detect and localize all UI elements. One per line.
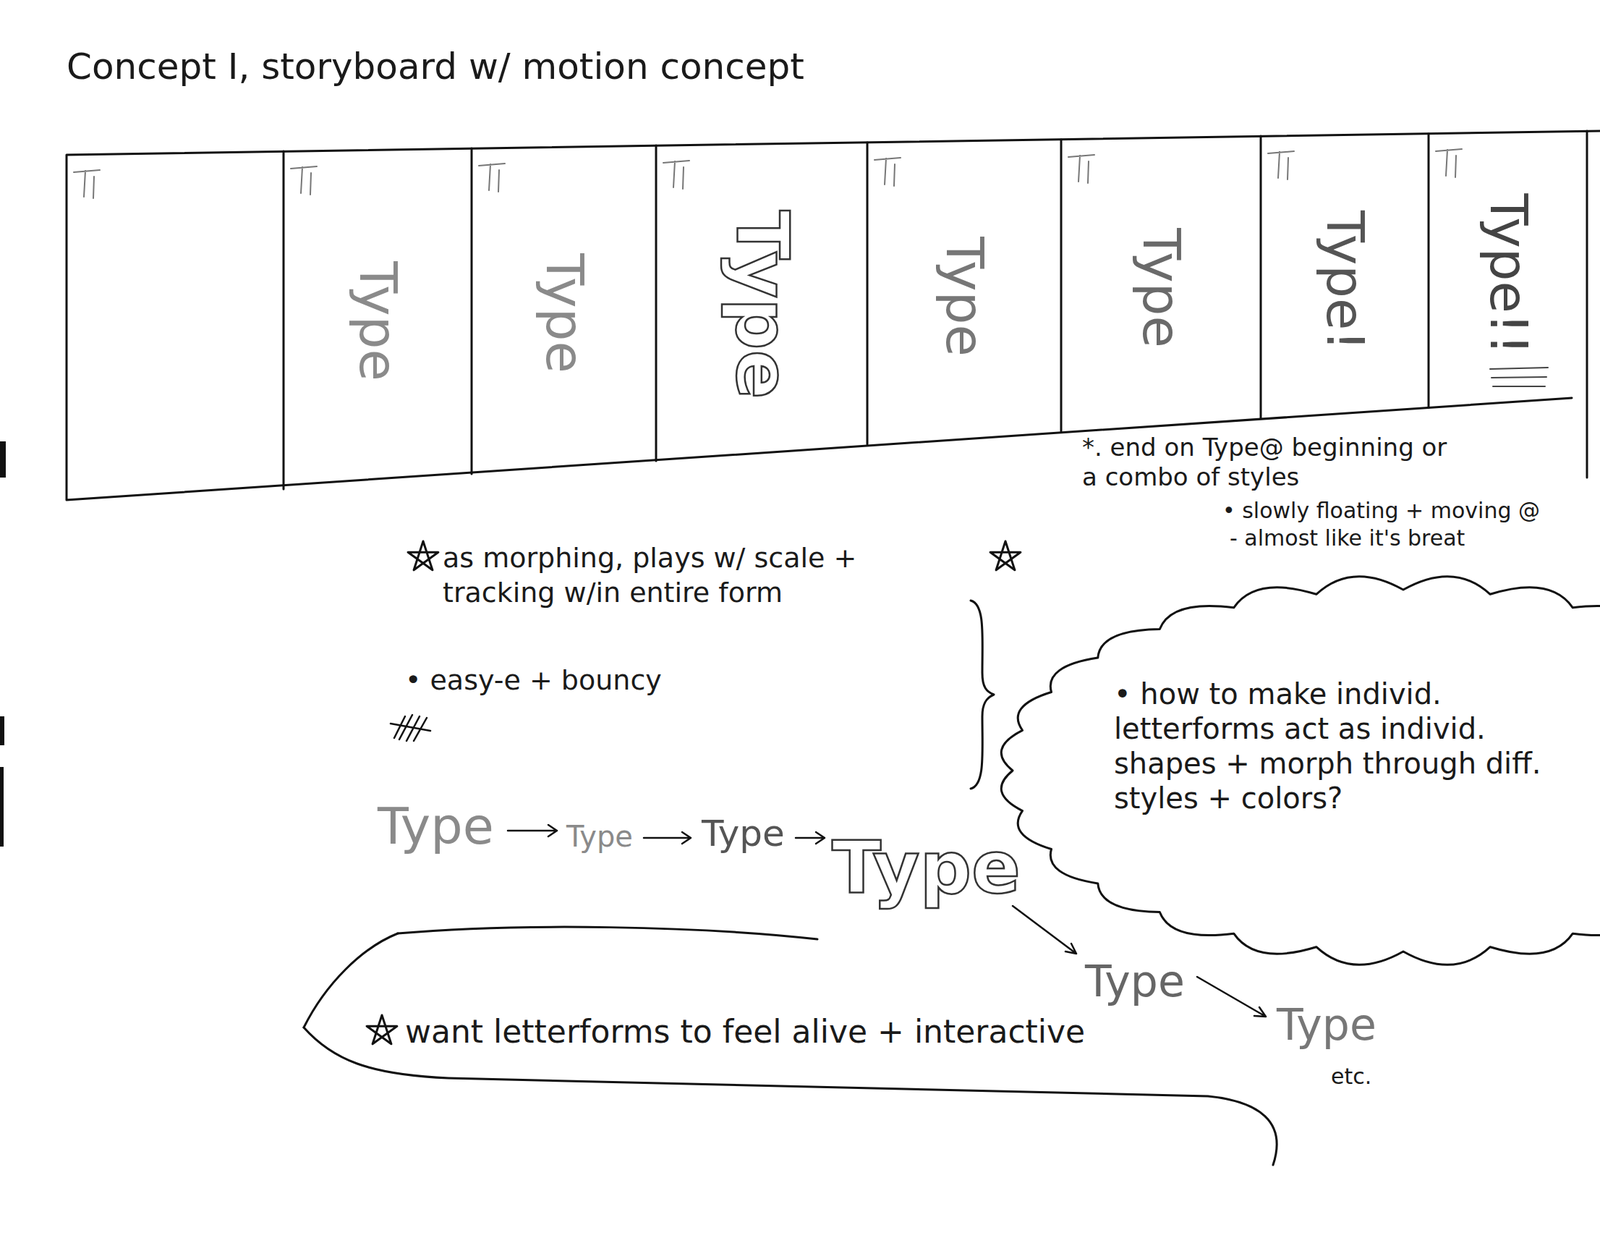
frame-lettering: Type — [535, 253, 593, 373]
note-text: *. end on Type@ beginning or a combo of … — [1082, 432, 1459, 492]
sequence-arrow — [507, 824, 557, 837]
note-text: • slowly floating + moving @ — [1222, 497, 1540, 524]
sequence-word: Type — [377, 795, 495, 857]
scan-edge — [0, 441, 6, 478]
storyboard-frame: Type! — [1266, 164, 1423, 397]
cloud-text: • how to make individ. letterforms act a… — [1113, 676, 1577, 816]
storyboard-frame: Type — [661, 174, 862, 435]
storyboard-frame: Type — [289, 180, 466, 462]
sequence-arrow — [795, 831, 825, 844]
sequence-word: Type — [701, 811, 785, 855]
brace — [970, 600, 994, 789]
sequence-word: Type — [566, 818, 633, 854]
sequence-arrow — [1197, 976, 1266, 1017]
star-mark — [990, 541, 1021, 570]
scribble — [390, 714, 431, 741]
note-text: - almost like it's breat — [1229, 525, 1465, 552]
star-mark — [407, 541, 439, 570]
frame-lettering: Type!! — [1479, 193, 1537, 356]
frame-lettering: Type — [1132, 228, 1190, 348]
note-text: • easy-e + bouncy — [405, 664, 662, 698]
cloud-outline-path — [1001, 576, 1600, 965]
storyboard-frame: Type — [873, 171, 1056, 422]
frame-marker — [73, 149, 1462, 199]
scan-edge — [0, 716, 5, 746]
frame-lettering: Type — [721, 210, 802, 400]
sequence-word: Type — [1084, 954, 1185, 1007]
thought-cloud: • how to make individ. letterforms act a… — [1012, 593, 1600, 984]
note-text: as morphing, plays w/ scale + tracking w… — [442, 541, 950, 610]
sequence-arrow — [1012, 905, 1077, 954]
frame-lettering: Type — [348, 261, 406, 381]
bubble-outline-path — [303, 933, 398, 1028]
frame-lettering: Type! — [1315, 210, 1373, 351]
storyboard-strip — [66, 130, 1600, 500]
frame-lettering: Type — [935, 236, 993, 356]
sequence-arrow — [643, 831, 691, 844]
bubble-outline-path — [397, 926, 818, 939]
speech-bubble: want letterforms to feel alive + interac… — [303, 904, 1331, 1187]
scan-edge — [0, 766, 4, 847]
storyboard-frame: Type — [477, 177, 651, 450]
storyboard-frame: Type — [1066, 168, 1255, 409]
sequence-word: Type — [1276, 998, 1377, 1051]
sequence-word: etc. — [1330, 1063, 1372, 1090]
bubble-text: want letterforms to feel alive + interac… — [405, 1012, 1085, 1051]
sparkle-lines — [1490, 367, 1548, 387]
storyboard-frame: Type!! — [1434, 162, 1582, 387]
sequence-word: Type — [831, 824, 1021, 912]
title-text: Concept I, storyboard w/ motion concept — [66, 44, 805, 89]
star-mark — [366, 1014, 398, 1044]
